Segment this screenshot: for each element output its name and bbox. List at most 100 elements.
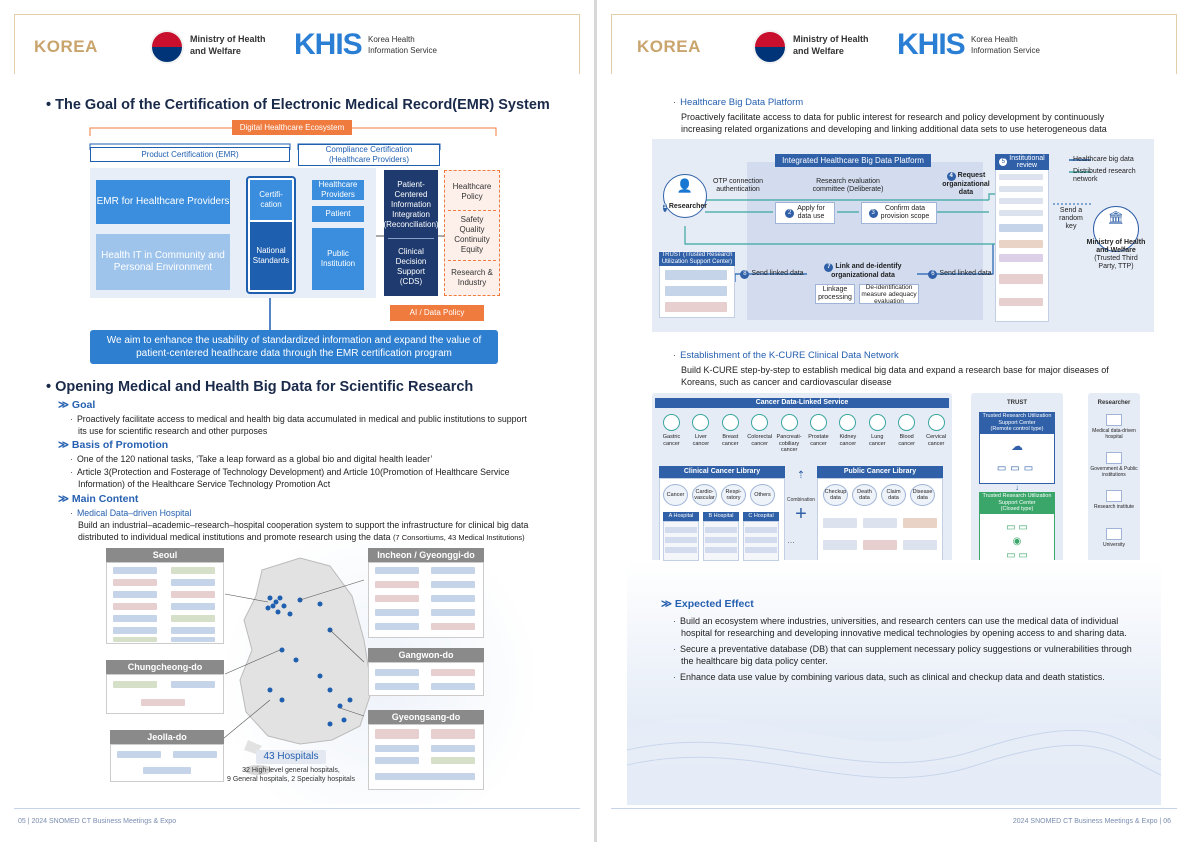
cancer-label: Breast cancer [722,434,739,447]
combination-label: Combination [786,497,816,503]
government-emblem-icon [753,30,787,64]
compliance-cert-label: Compliance Certification(Healthcare Prov… [298,144,440,166]
footer-line [14,808,580,809]
researcher-icon: 👤 [676,178,694,193]
mohw-circle [1093,206,1139,252]
researcher-type-icon [1106,490,1122,502]
policy-divider [448,210,496,211]
hospital-card-row [705,527,737,533]
organ-icon [839,414,857,431]
korea-map [223,557,373,775]
gangwon-logos [368,662,484,696]
clinical-library-title: Clinical Cancer Library [659,466,785,478]
researcher-type-label: Research institute [1093,504,1135,510]
basis-item-2: ·Article 3(Protection and Fosterage of T… [70,467,510,489]
public-item: Checkup data [823,484,848,506]
certification-box: Certifi-cation [250,180,292,220]
researcher-type-label: Medical data-driven hospital [1092,428,1136,440]
public-item: Disease data [910,484,935,506]
hospital-card-row [705,537,737,543]
hospital-card-row [745,527,777,533]
researcher-col-title: Researcher [1097,400,1131,406]
korea-wordmark: KOREA [34,37,98,56]
researcher-type-icon [1106,452,1122,464]
chungcheong-logos [106,674,224,714]
korea-wordmark: KOREA [637,37,701,56]
s2-title: ·Establishment of the K-CURE Clinical Da… [673,350,899,361]
expected-heading: ≫ Expected Effect [661,598,754,610]
goal-heading: ≫ Goal [58,399,96,411]
emr-providers-box: EMR for Healthcare Providers [96,180,230,224]
cancer-label: Prostate cancer [808,434,829,447]
organ-icon [810,414,827,431]
footer-left: 05 | 2024 SNOMED CT Business Meetings & … [18,818,177,825]
organ-icon [868,414,886,431]
policy-divider [448,260,496,261]
expected-item-1: ·Build an ecosystem where industries, un… [673,616,1127,638]
inst-logos [999,174,1045,318]
cloud-icon: ☁ [1011,439,1023,453]
integrated-title: Integrated Healthcare Big Data Platform [775,154,931,167]
hospital-card-row [665,547,697,553]
cancer-label: Kidney cancer [839,434,857,447]
government-emblem-icon [150,30,184,64]
trust-title: TRUST [1007,400,1027,406]
clinical-item: Cancer [663,484,688,506]
pcii-divider [388,238,434,239]
khis-logo: KHIS [897,28,966,61]
cancer-label: Cervical cancer [926,434,947,447]
main-sub: ·Medical Data–driven Hospital [70,508,192,518]
organ-icon [663,414,680,431]
trust-logo [665,286,727,296]
basis-item-1: ·One of the 120 national tasks, ‘Take a … [70,454,433,464]
region-seoul: Seoul [106,548,224,562]
cancer-label: Pancreati-cobiliary cancer [776,434,802,453]
public-item: Death data [852,484,877,506]
main-text: Build an industrial–academic–research–ho… [78,520,529,542]
cancer-service-title: Cancer Data-Linked Service [655,398,949,408]
section-title-bigdata: • Opening Medical and Health Big Data fo… [46,379,474,395]
aim-banner: We aim to enhance the usability of stand… [90,330,498,364]
cancer-label: Gastric cancer [662,434,681,447]
hospital-card-row [665,537,697,543]
trust-logo [665,302,727,312]
researcher-type-label: Government & Public institutions [1090,466,1138,478]
organ-icon [780,414,798,431]
patient-box: Patient [312,206,364,222]
closed-network-icons: ▭ ▭◉▭ ▭ [1006,522,1028,561]
researcher-circle [663,174,707,218]
organ-icon [751,414,769,431]
computer-icons: ▭▭▭ [996,463,1038,474]
header-frame [611,14,1177,74]
arrow-down-icon: ↓ [1015,483,1019,492]
region-gangwon: Gangwon-do [368,648,484,662]
product-cert-label: Product Certification (EMR) [90,147,290,162]
footer-right: 2024 SNOMED CT Business Meetings & Expo … [1012,818,1171,825]
hospital-card-header: C Hospital [743,512,779,521]
organ-icon [927,414,945,431]
research-industry-box: Research &Industry [451,268,493,287]
trust-logo [665,270,727,280]
section-title-emr: • The Goal of the Certification of Elect… [46,97,550,113]
researcher-type-icon [1106,414,1122,426]
